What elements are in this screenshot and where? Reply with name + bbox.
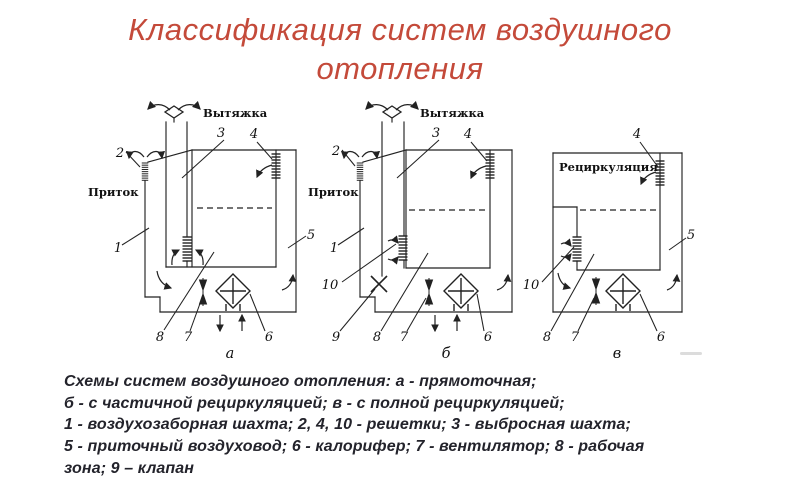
callout-9: 9 xyxy=(332,330,340,345)
caption-line-5: зона; 9 – клапан xyxy=(64,459,195,477)
diagram-v-label: в xyxy=(613,346,621,362)
grille-4-icon xyxy=(484,153,496,179)
grille-4-icon xyxy=(270,153,282,179)
valve-icon xyxy=(370,275,388,293)
page-title-line2: отопления xyxy=(316,51,484,86)
callout-5: 5 xyxy=(687,228,695,243)
recirculation-label: Рециркуляция xyxy=(559,160,658,174)
caption-line-3: 1 - воздухозаборная шахта; 2, 4, 10 - ре… xyxy=(64,416,631,434)
shaft-grille-icon xyxy=(181,236,193,262)
callout-10: 10 xyxy=(322,278,339,293)
diagram-v: Рециркуляция 4 5 10 8 7 6 в xyxy=(523,127,695,362)
diagram-b: Вытяжка Приток 2 3 4 1 10 9 8 7 6 б xyxy=(308,105,513,362)
callout-4: 4 xyxy=(463,127,472,142)
diagram-a: Вытяжка Приток 2 3 4 1 5 8 7 6 а xyxy=(88,105,315,362)
callout-1: 1 xyxy=(114,241,122,256)
diagram-a-label: а xyxy=(226,346,235,362)
diagram-v-structure xyxy=(552,152,683,313)
diagram-a-structure xyxy=(144,117,297,313)
callout-8: 8 xyxy=(543,330,551,345)
diagram-v-airflow-arrows xyxy=(557,171,681,291)
callout-8: 8 xyxy=(373,330,381,345)
callout-3: 3 xyxy=(217,126,225,141)
grille-10-icon xyxy=(571,236,583,262)
diagram-a-airflow-arrows xyxy=(125,150,297,333)
deflector-icon xyxy=(148,105,200,118)
figure-caption: Схемы систем воздушного отопления: а - п… xyxy=(64,371,644,480)
grille-2-icon xyxy=(356,162,364,181)
callout-7: 7 xyxy=(571,330,580,345)
callout-7: 7 xyxy=(184,330,193,345)
callout-4: 4 xyxy=(249,127,258,142)
callout-6: 6 xyxy=(484,330,492,345)
diagram-b-label: б xyxy=(442,346,451,362)
air-heating-schemes-figure: Вытяжка Приток 2 3 4 1 5 8 7 6 а xyxy=(88,100,695,362)
diagram-b-leader-lines xyxy=(337,139,488,332)
grille-10-icon xyxy=(397,235,409,261)
heater-icon xyxy=(215,273,251,312)
callout-6: 6 xyxy=(265,330,273,345)
callout-5: 5 xyxy=(307,228,315,243)
callout-2: 2 xyxy=(115,146,124,161)
diagram-v-leader-lines xyxy=(541,141,687,332)
page-title: Классификация систем воздушного отоплени… xyxy=(0,10,800,88)
diagram-b-airflow-arrows xyxy=(340,150,512,333)
fan-icon xyxy=(425,277,433,307)
heater-icon xyxy=(443,273,479,312)
supply-label: Приток xyxy=(308,185,359,199)
callout-8: 8 xyxy=(156,330,164,345)
exhaust-label: Вытяжка xyxy=(203,106,268,120)
callout-3: 3 xyxy=(432,126,440,141)
caption-line-2: б - с частичной рециркуляцией; в - с пол… xyxy=(64,394,565,412)
diagram-b-structure xyxy=(359,117,513,313)
callout-7: 7 xyxy=(400,330,409,345)
callout-10: 10 xyxy=(523,278,540,293)
caption-line-1: Схемы систем воздушного отопления: а - п… xyxy=(64,373,537,390)
caption-line-4: 5 - приточный воздуховод; 6 - калорифер;… xyxy=(64,438,645,456)
callout-2: 2 xyxy=(331,144,340,159)
grille-2-icon xyxy=(141,162,149,181)
watermark xyxy=(680,352,702,355)
callout-6: 6 xyxy=(657,330,665,345)
supply-label: Приток xyxy=(88,185,139,199)
callout-4: 4 xyxy=(632,127,641,142)
exhaust-label: Вытяжка xyxy=(420,106,485,120)
fan-icon xyxy=(592,276,600,306)
callout-1: 1 xyxy=(330,241,338,256)
heater-icon xyxy=(605,273,641,312)
page-title-line1: Классификация систем воздушного xyxy=(128,12,672,47)
diagram-a-leader-lines xyxy=(121,139,307,332)
deflector-icon xyxy=(366,105,418,118)
